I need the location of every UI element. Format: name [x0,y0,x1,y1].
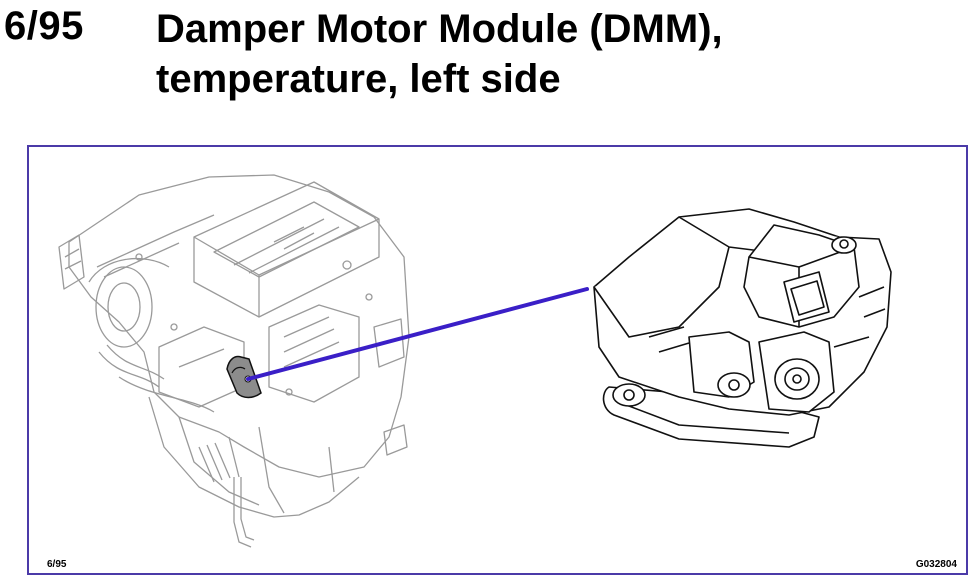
hvac-unit-drawing [58,174,410,548]
page-number: 6/95 [4,4,84,48]
illustration: 6/95 G032804 [47,174,958,570]
footer-figure-code: G032804 [916,559,958,570]
damper-motor-module-detail [593,208,892,448]
title-line-2: temperature, left side [156,57,561,101]
figure-frame: 6/95 G032804 [27,145,968,575]
title-line-1: Damper Motor Module (DMM), [156,7,723,51]
footer-figure-number: 6/95 [47,559,67,570]
page-title: Damper Motor Module (DMM), temperature, … [156,4,956,104]
leader-line [246,287,589,381]
